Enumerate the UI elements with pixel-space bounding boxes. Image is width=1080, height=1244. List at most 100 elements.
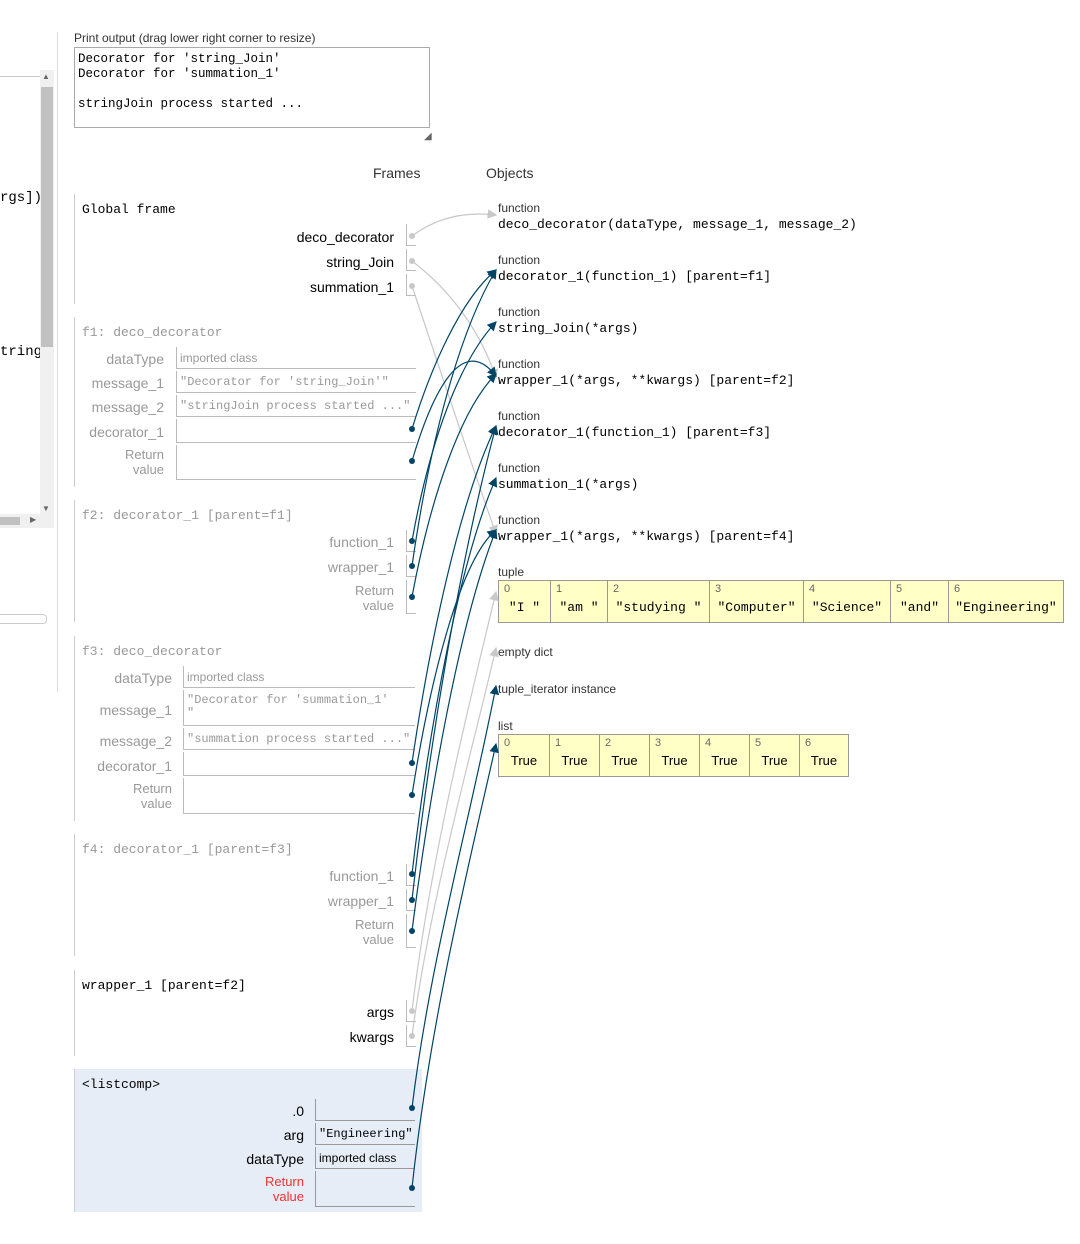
print-output-box[interactable]: Decorator for 'string_Join'Decorator for… <box>74 47 430 128</box>
var-decorator_1: decorator_1 <box>89 424 164 440</box>
object-type: tuple <box>498 565 525 579</box>
var-message_1: message_1 <box>91 375 164 391</box>
pointer-arrow <box>411 209 498 237</box>
var-box <box>406 1000 416 1022</box>
var-box <box>406 249 416 271</box>
pointer-arrow <box>411 590 499 1012</box>
slider-track[interactable] <box>0 614 47 624</box>
value-box: "summation process started ..." <box>183 728 415 750</box>
scroll-up-arrow-icon[interactable]: ▲ <box>42 72 50 81</box>
object-type: function <box>498 513 541 527</box>
pointer-arrow <box>411 268 497 567</box>
tuple-cell: 4"Science" <box>803 581 890 622</box>
object-type: function <box>498 305 541 319</box>
value-box <box>183 752 415 776</box>
var-box <box>406 530 416 552</box>
value-box: "Engineering" <box>315 1123 415 1145</box>
value-box <box>183 778 415 814</box>
var-decorator_1: decorator_1 <box>97 758 172 774</box>
var-deco_decorator: deco_decorator <box>296 229 394 245</box>
var-box <box>406 224 416 246</box>
pointer-arrow <box>411 684 500 1109</box>
code-panel-fragment: rgs]) tring ▲ ▼ ▶ <box>0 60 58 692</box>
value-box: "Decorator for 'summation_1'" <box>183 690 415 726</box>
var-args: args <box>366 1004 394 1020</box>
value-box <box>176 445 416 480</box>
tuple-cell: 1"am " <box>550 581 607 622</box>
var-box <box>406 914 416 948</box>
scroll-right-arrow-icon[interactable]: ▶ <box>30 515 37 524</box>
frame-f2: f2: decorator_1 [parent=f1] function_1 w… <box>74 500 416 622</box>
function-object: deco_decorator(dataType, message_1, mess… <box>498 217 857 232</box>
empty-dict-object: empty dict <box>498 645 553 659</box>
pointer-arrow <box>411 528 498 932</box>
tuple-iterator-object: tuple_iterator instance <box>498 682 617 696</box>
var-message_2: message_2 <box>99 733 172 749</box>
var-function_1: function_1 <box>329 534 394 550</box>
object-type: function <box>498 461 541 475</box>
var-dot0: .0 <box>292 1103 304 1119</box>
frame-title: f4: decorator_1 [parent=f3] <box>82 842 293 857</box>
tuple-object: 0"I " 1"am " 2"studying " 3"Computer" 4"… <box>498 580 1064 623</box>
scroll-down-arrow-icon[interactable]: ▼ <box>42 504 50 513</box>
function-object: wrapper_1(*args, **kwargs) [parent=f4] <box>498 529 795 544</box>
panel-separator <box>57 32 58 692</box>
frame-title: f2: decorator_1 [parent=f1] <box>82 508 293 523</box>
var-box <box>406 864 416 886</box>
print-line: Decorator for 'summation_1' <box>78 67 281 81</box>
scrollbar-thumb[interactable] <box>0 517 20 525</box>
value-box: "stringJoin process started ..." <box>176 395 416 417</box>
pointer-arrow <box>411 285 498 536</box>
scrollbar-thumb[interactable] <box>41 87 53 347</box>
pointer-arrow <box>411 321 497 542</box>
print-line: stringJoin process started ... <box>78 97 304 111</box>
frame-f1: f1: deco_decorator dataType message_1 me… <box>74 317 416 487</box>
var-message_2: message_2 <box>91 399 164 415</box>
pointer-arrow <box>411 360 497 462</box>
object-type: function <box>498 409 541 423</box>
frame-f4: f4: decorator_1 [parent=f3] function_1 w… <box>74 834 416 956</box>
pointer-arrow <box>411 476 498 875</box>
var-box <box>406 1025 416 1047</box>
pointer-arrow <box>411 529 497 796</box>
pointer-arrow <box>411 260 498 380</box>
global-frame: Global frame deco_decorator string_Join … <box>74 194 416 304</box>
pointer-arrow <box>411 742 499 1189</box>
objects-header: Objects <box>486 165 534 181</box>
var-box <box>406 274 416 296</box>
vertical-scrollbar[interactable]: ▲ ▼ <box>40 70 54 516</box>
value-box <box>315 1099 415 1121</box>
var-summation_1: summation_1 <box>309 279 394 295</box>
panel-divider <box>0 76 40 77</box>
var-function_1: function_1 <box>329 868 394 884</box>
function-object: decorator_1(function_1) [parent=f3] <box>498 425 772 440</box>
tuple-cell: 2"studying " <box>607 581 709 622</box>
frame-title: Global frame <box>82 202 176 217</box>
pointer-arrow <box>411 424 497 764</box>
frame-wrapper_1: wrapper_1 [parent=f2] args kwargs <box>74 970 416 1056</box>
var-dataType: dataType <box>106 351 164 367</box>
value-box: imported class <box>183 666 415 688</box>
var-box <box>406 555 416 577</box>
print-output-label: Print output (drag lower right corner to… <box>74 31 316 45</box>
var-dataType: dataType <box>114 670 172 686</box>
frame-title: f1: deco_decorator <box>82 325 223 340</box>
print-line <box>78 82 426 97</box>
object-type: function <box>498 201 541 215</box>
horizontal-scrollbar[interactable]: ▶ <box>0 514 54 528</box>
code-fragment: rgs]) <box>0 190 43 206</box>
frame-title: <listcomp> <box>82 1077 161 1092</box>
resize-grip-icon[interactable]: ◢ <box>424 131 432 142</box>
